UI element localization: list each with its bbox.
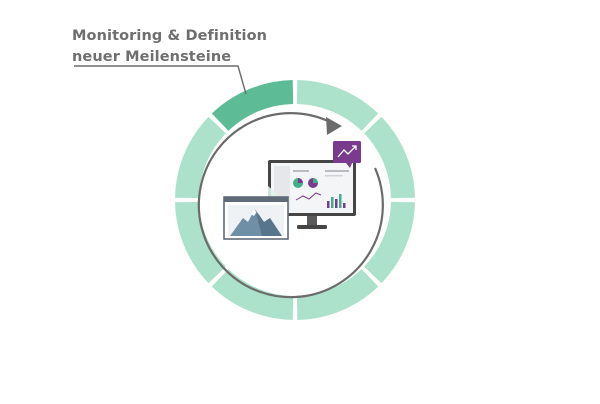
trend-badge-icon [333,141,361,168]
cycle-segment [364,116,415,199]
cycle-segment [175,201,226,284]
caption-line-1: Monitoring & Definition [72,28,268,44]
mountain-picture-icon [223,196,289,240]
cycle-segment [296,269,379,320]
leader-line [74,65,247,95]
milestone-caption: Monitoring & Definition neuer Meilenstei… [72,26,267,68]
cycle-segment [211,269,294,320]
cycle-arrow-icon [197,112,384,299]
caption-line-2: neuer Meilensteine [72,49,232,65]
cycle-segment [364,201,415,284]
cycle-segment [175,116,226,199]
cycle-segment [296,80,379,131]
cycle-ring [175,80,415,320]
cycle-segment-active [211,80,294,131]
